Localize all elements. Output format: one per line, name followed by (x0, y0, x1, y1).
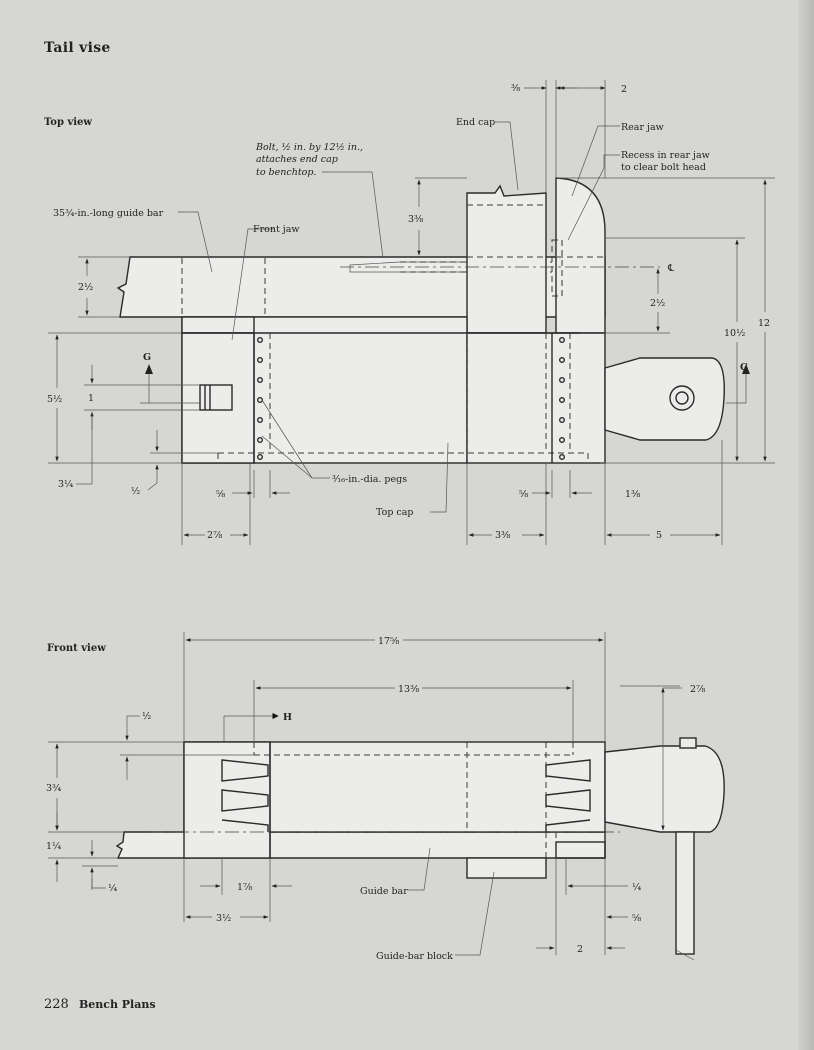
dim-1: 1 (88, 393, 94, 404)
dim-2-7-8-front: 2⁷⁄₈ (690, 684, 705, 695)
end-cap (466, 184, 547, 334)
section-h-label: H (283, 712, 292, 723)
guide-bar-front-label: Guide bar (360, 886, 408, 897)
front-view-label: Front view (47, 643, 106, 654)
dim-13-3-8: 13³⁄₈ (398, 684, 419, 695)
pegs-right (559, 337, 566, 461)
centerline-symbol: ℄ (667, 263, 675, 274)
dim-1-1-4: 1¼ (46, 841, 61, 852)
bolt-label-line2: attaches end cap (256, 154, 338, 165)
dim-3-3-8-bottom: 3³⁄₈ (495, 530, 510, 541)
dim-5: 5 (656, 530, 662, 541)
pegs-left (257, 337, 264, 461)
dim-17-5-8: 17⁵⁄₈ (378, 636, 399, 647)
recess-label-line1: Recess in rear jaw (621, 150, 710, 161)
section-g-right: G (740, 362, 748, 373)
dim-3-3-8: 3³⁄₈ (408, 214, 423, 225)
vise-handle-front (604, 745, 725, 833)
dim-3-8-top: ³⁄₈ (511, 83, 520, 94)
front-jaw-label: Front jaw (253, 224, 300, 235)
dim-1-7-8: 1⁷⁄₈ (237, 882, 252, 893)
dim-2-top: 2 (621, 84, 627, 95)
dim-1-4-left: ¼ (108, 883, 117, 894)
dim-12: 12 (758, 318, 770, 329)
end-cap-label: End cap (456, 117, 495, 128)
bolt-label-line1: Bolt, ½ in. by 12½ in., (255, 142, 363, 153)
dim-3-1-2: 3½ (216, 913, 231, 924)
dim-1-4-right: ¼ (632, 882, 641, 893)
rear-jaw-label: Rear jaw (621, 122, 664, 133)
front-view: H Guide bar Guide-bar block 17⁵⁄₈ 13³⁄₈ … (46, 632, 725, 962)
dim-2-1-2-left: 2½ (78, 282, 93, 293)
dim-5-8-left: ⁵⁄₈ (216, 489, 225, 500)
dim-1-2-front: ½ (142, 711, 151, 722)
bolt-label-line3: to benchtop. (256, 167, 316, 178)
pegs-label: ³⁄₁₆-in.-dia. pegs (332, 474, 407, 485)
dim-2-front: 2 (577, 944, 583, 955)
book-title: Bench Plans (78, 998, 156, 1011)
dim-2-7-8: 2⁷⁄₈ (207, 530, 222, 541)
page-footer: 228 Bench Plans (44, 997, 156, 1012)
page-edge-shadow (798, 0, 814, 1050)
dim-1-2: ½ (131, 486, 140, 497)
guide-bar-block (466, 857, 547, 879)
dim-3-3-4: 3¾ (46, 783, 61, 794)
top-cap-label: Top cap (376, 507, 414, 518)
dim-2-1-2-right: 2½ (650, 298, 665, 309)
dim-10-1-2: 10½ (724, 328, 745, 339)
dim-5-8-right: ⁵⁄₈ (519, 489, 528, 500)
rear-jaw (555, 177, 606, 334)
guide-bar-length-label: 35¾-in.-long guide bar (53, 208, 164, 219)
dim-5-8-front: ⁵⁄₈ (632, 913, 641, 924)
dim-1-3-8: 1³⁄₈ (625, 489, 640, 500)
top-view: End cap Rear jaw Recess in rear jaw to c… (47, 80, 775, 545)
dovetails-left (221, 759, 269, 832)
top-view-label: Top view (44, 117, 93, 128)
recess-label-line2: to clear bolt head (621, 162, 706, 173)
section-g-left: G (143, 352, 151, 363)
page-number: 228 (44, 997, 69, 1012)
dovetails-right (545, 759, 591, 832)
guide-bar-block-label: Guide-bar block (376, 951, 453, 962)
dim-3-1-4: 3¼ (58, 479, 73, 490)
dim-5-1-2: 5½ (47, 394, 62, 405)
vise-handle-top (604, 357, 725, 441)
handle-bar (675, 831, 695, 955)
page-title: Tail vise (44, 40, 111, 56)
